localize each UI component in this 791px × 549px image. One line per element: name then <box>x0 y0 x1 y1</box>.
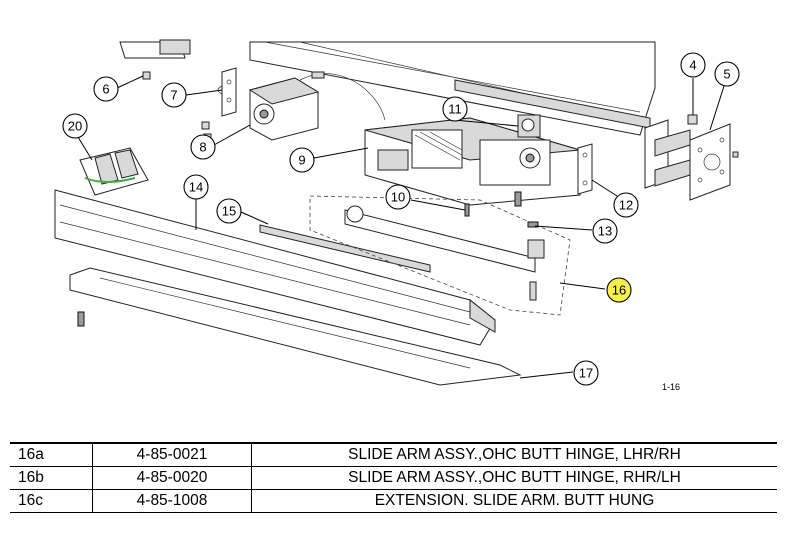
item-cell: 16b <box>10 466 93 490</box>
callout-7: 7 <box>161 82 187 108</box>
callout-15: 15 <box>216 198 242 224</box>
callout-14: 14 <box>183 174 209 200</box>
callout-6-label: 6 <box>102 82 109 97</box>
callout-4: 4 <box>680 52 706 78</box>
table-row: 16b 4-85-0020 SLIDE ARM ASSY.,OHC BUTT H… <box>10 466 777 490</box>
callout-12-label: 12 <box>619 198 633 213</box>
screw-icon <box>77 311 85 327</box>
table-row: 16a 4-85-0021 SLIDE ARM ASSY.,OHC BUTT H… <box>10 443 777 467</box>
part-17-plate <box>69 267 522 386</box>
callout-20-label: 20 <box>68 119 82 134</box>
callout-20: 20 <box>62 113 88 139</box>
table-row: 16c 4-85-1008 EXTENSION. SLIDE ARM. BUTT… <box>10 489 777 513</box>
part-15-rod <box>259 224 431 273</box>
callout-15-label: 15 <box>222 204 236 219</box>
callout-11-label: 11 <box>448 102 462 117</box>
callout-10-label: 10 <box>391 190 405 205</box>
description-cell: SLIDE ARM ASSY.,OHC BUTT HINGE, LHR/RH <box>348 446 681 463</box>
callout-6: 6 <box>93 76 119 102</box>
part-4-nut <box>687 114 698 125</box>
callout-12: 12 <box>613 192 639 218</box>
part-20-sensor <box>79 147 149 196</box>
callout-7-label: 7 <box>170 88 177 103</box>
part-7-bracket <box>217 67 237 117</box>
item-cell: 16c <box>10 489 93 513</box>
callout-4-label: 4 <box>689 58 696 73</box>
part-number-cell: 4-85-0020 <box>92 466 252 490</box>
parts-table: 16a 4-85-0021 SLIDE ARM ASSY.,OHC BUTT H… <box>10 442 777 513</box>
callout-8-label: 8 <box>199 140 206 155</box>
callout-5: 5 <box>714 61 740 87</box>
figure-label: 1-16 <box>662 382 680 392</box>
callout-16-label: 16 <box>612 283 626 298</box>
part-8-motor <box>248 71 386 141</box>
callout-14-label: 14 <box>189 180 203 195</box>
callout-5-label: 5 <box>723 67 730 82</box>
description-cell: EXTENSION. SLIDE ARM. BUTT HUNG <box>374 492 655 509</box>
item-cell: 16a <box>10 443 93 467</box>
callout-10: 10 <box>385 184 411 210</box>
part-number-cell: 4-85-1008 <box>92 489 252 513</box>
description-cell: SLIDE ARM ASSY.,OHC BUTT HINGE, RHR/LH <box>348 469 681 486</box>
callout-17: 17 <box>573 360 599 386</box>
part-16-slide-arm <box>309 195 571 316</box>
part-5-end-plate <box>644 119 731 201</box>
header-rail <box>119 39 656 136</box>
part-12-plate <box>577 143 593 195</box>
callout-8: 8 <box>190 134 216 160</box>
part-14-cover <box>54 189 496 346</box>
part-number-cell: 4-85-0021 <box>92 443 252 467</box>
callout-11: 11 <box>442 96 468 122</box>
callout-16: 16 <box>606 277 632 303</box>
callout-9-label: 9 <box>298 153 305 168</box>
callout-17-label: 17 <box>579 366 593 381</box>
leader-lines <box>77 75 725 379</box>
callout-13-label: 13 <box>598 224 612 239</box>
callout-9: 9 <box>289 147 315 173</box>
callout-13: 13 <box>592 218 618 244</box>
